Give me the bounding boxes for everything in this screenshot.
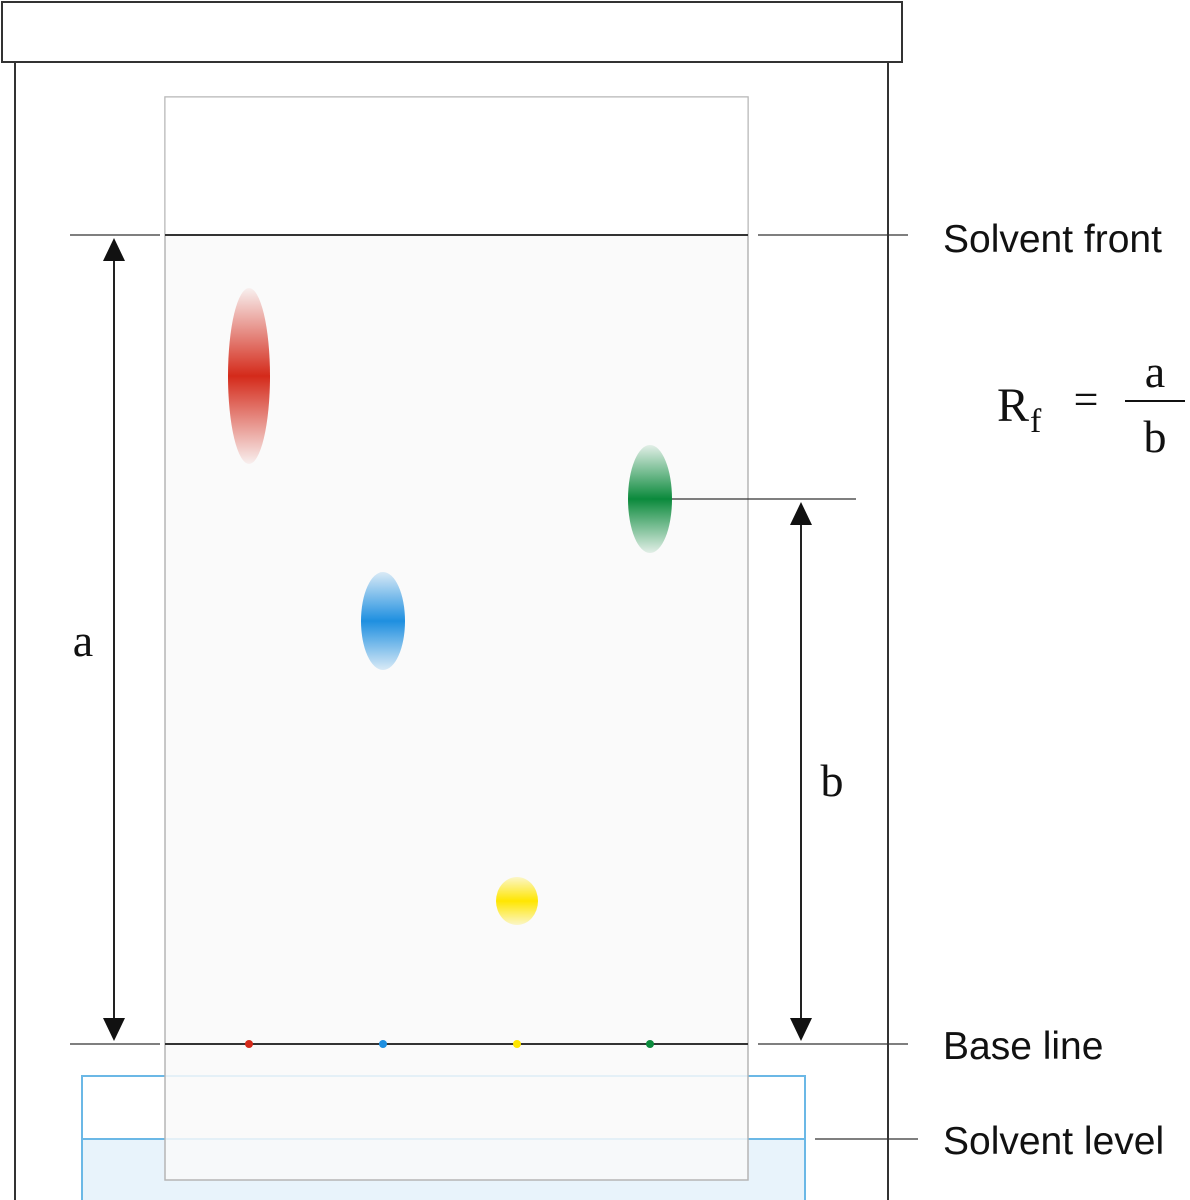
- rf-denominator: b: [1144, 411, 1167, 462]
- distance-b-arrow-top-head: [790, 502, 812, 525]
- green-spot: [628, 445, 672, 553]
- distance-a-arrow-top-head: [103, 238, 125, 261]
- tank-lid: [1, 1, 903, 63]
- distance-b-arrow-bottom-head: [790, 1018, 812, 1041]
- solvent-front-label: Solvent front: [943, 218, 1162, 261]
- green-sample-dot: [646, 1040, 654, 1048]
- rf-equals: =: [1074, 375, 1099, 424]
- solvent-level-label: Solvent level: [943, 1120, 1164, 1163]
- distance-a-arrow-bottom-head: [103, 1018, 125, 1041]
- rf-subscript: f: [1030, 403, 1042, 440]
- plate-top-margin: [165, 97, 748, 235]
- red-spot: [228, 288, 270, 464]
- distance-a-label: a: [73, 615, 93, 666]
- base-line-label: Base line: [943, 1025, 1103, 1068]
- blue-spot: [361, 572, 405, 670]
- distance-b-label: b: [821, 755, 844, 806]
- yellow-spot: [496, 877, 538, 925]
- rf-symbol: R: [997, 379, 1029, 432]
- rf-numerator: a: [1145, 346, 1165, 397]
- yellow-sample-dot: [513, 1040, 521, 1048]
- blue-sample-dot: [379, 1040, 387, 1048]
- tlc-plate: [164, 96, 749, 1181]
- red-sample-dot: [245, 1040, 253, 1048]
